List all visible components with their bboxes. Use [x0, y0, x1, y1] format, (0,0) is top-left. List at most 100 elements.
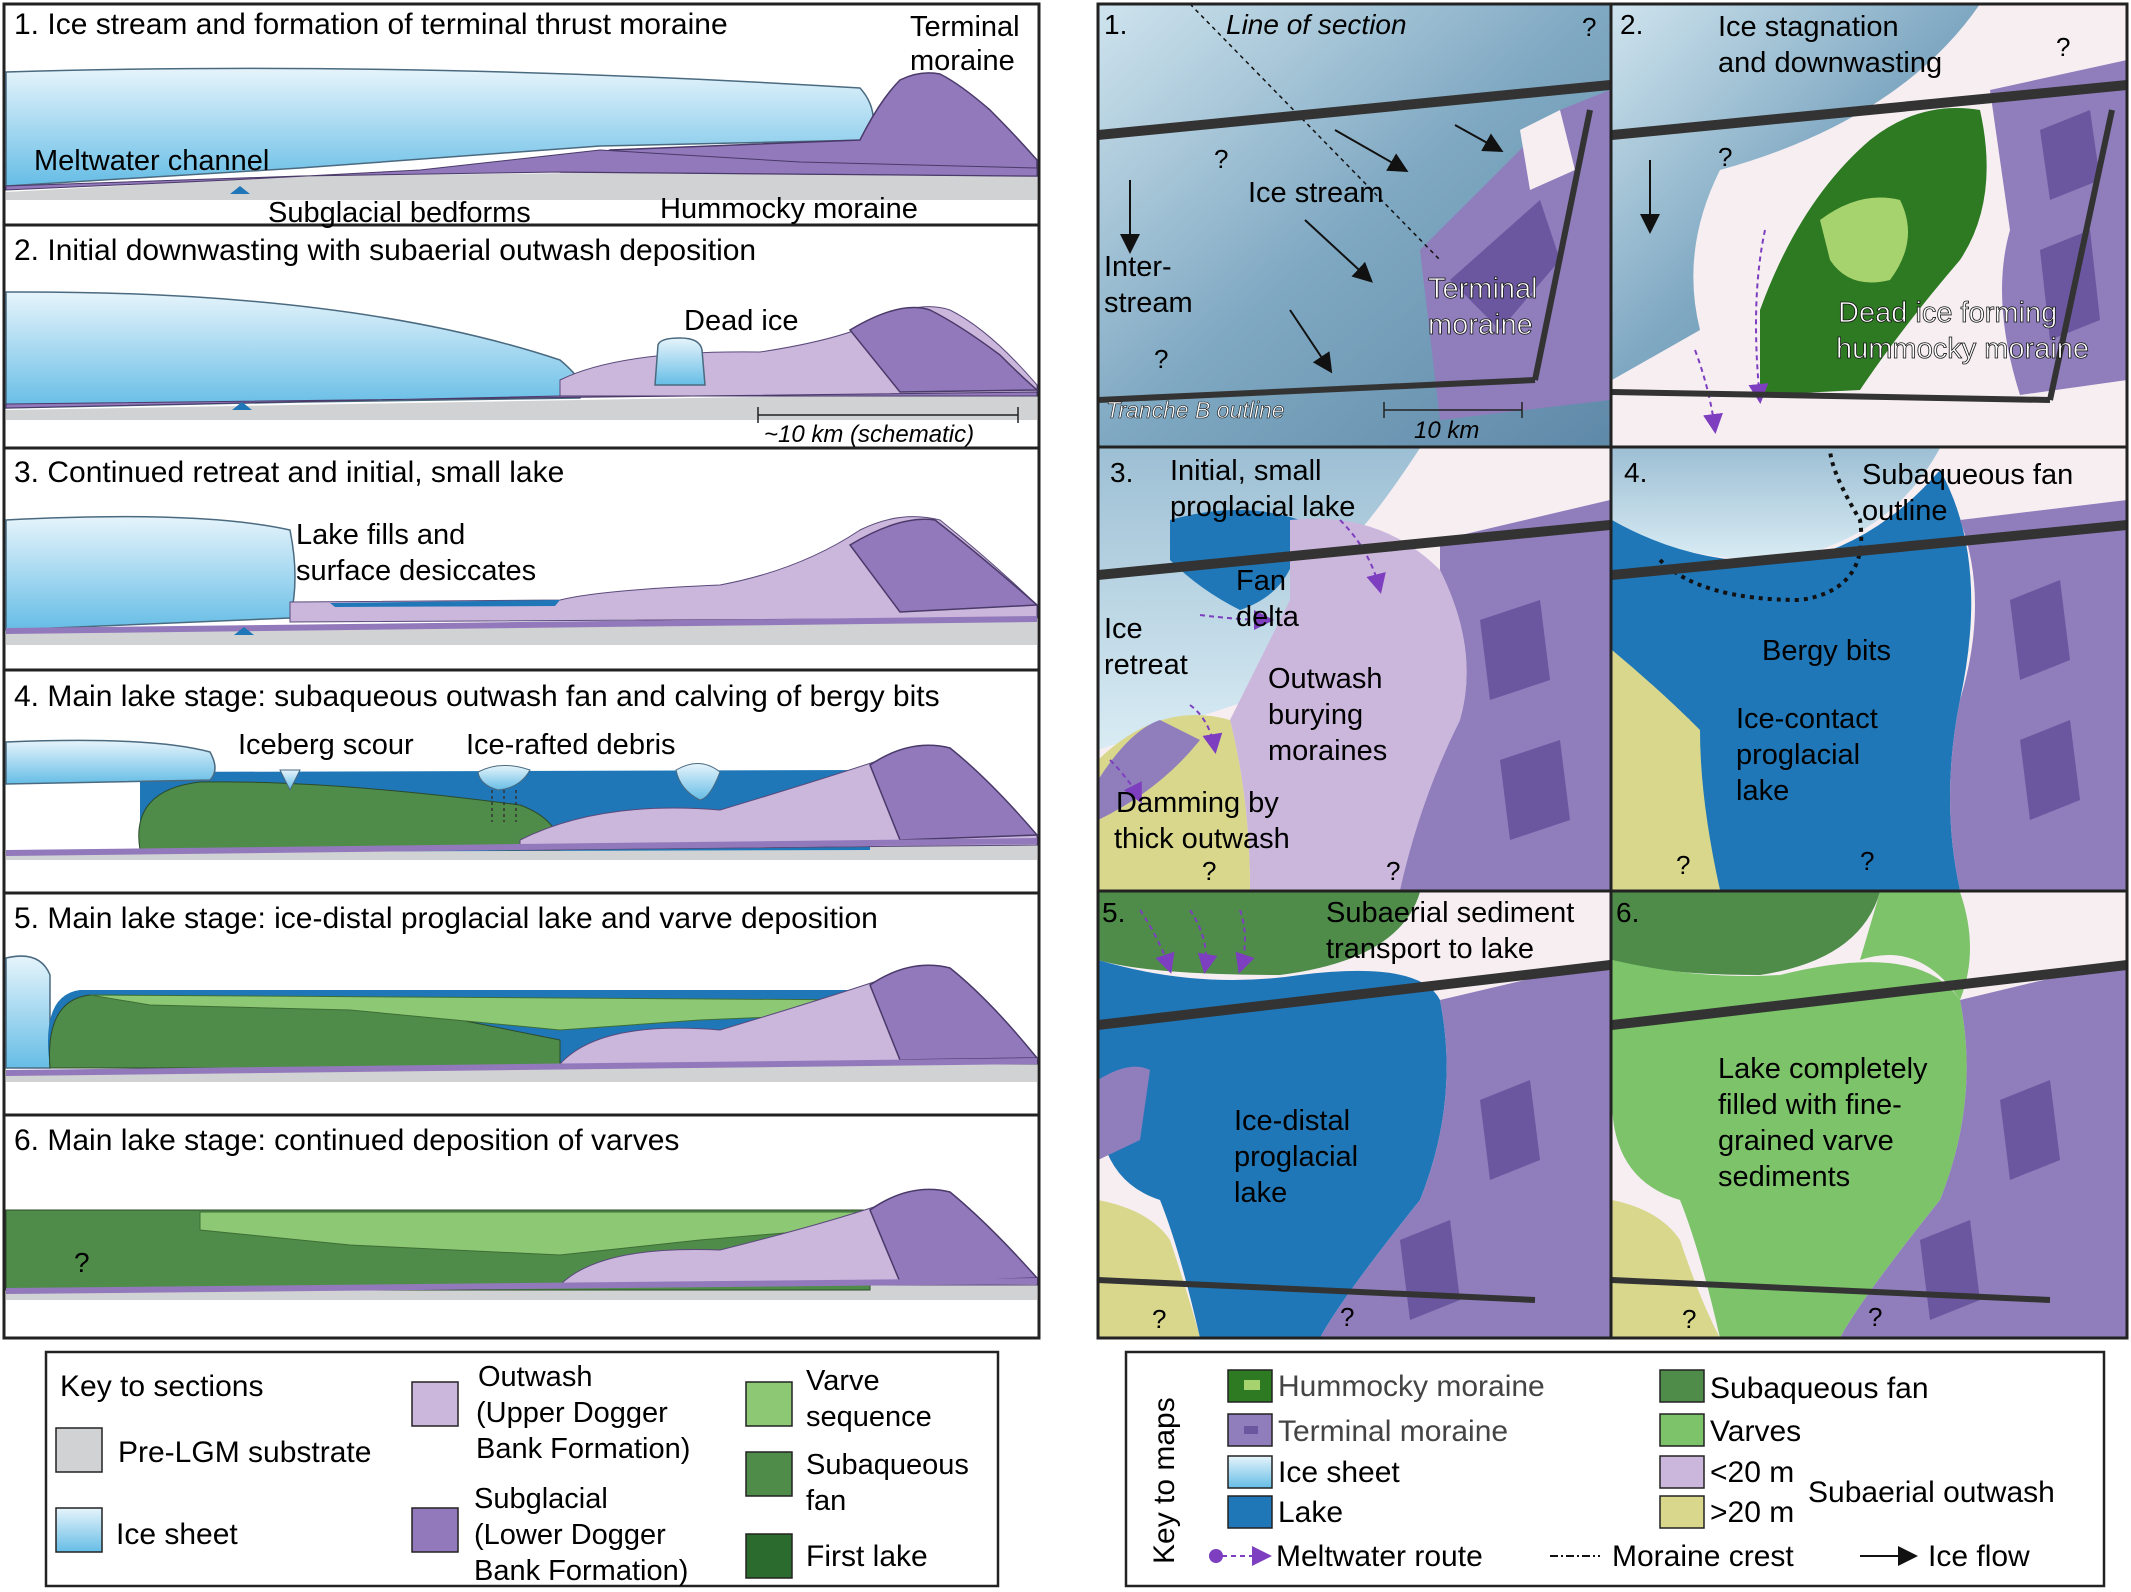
scale-label: ~10 km (schematic) [764, 421, 974, 448]
map-key-title: Key to maps [1148, 1397, 1181, 1564]
subaqueous-fan-outline-label-b: outline [1862, 495, 1947, 527]
map-key: Key to maps Hummocky moraine Terminal mo… [1124, 1350, 2106, 1588]
map-key-terminal-label: Terminal moraine [1278, 1415, 1508, 1448]
lake-filled-label-d: sediments [1718, 1161, 1850, 1193]
map-3-q1: ? [1202, 856, 1216, 886]
section-3: 3. Continued retreat and initial, small … [5, 456, 1039, 645]
ice-distal-lake-label-a: Ice-distal [1234, 1105, 1350, 1137]
map-1-number: 1. [1104, 9, 1127, 40]
key-first-lake-label: First lake [806, 1540, 928, 1573]
key-subglacial-line-3: Bank Formation) [474, 1555, 688, 1587]
ice-stream-label: Ice stream [1248, 177, 1383, 209]
key-subaqueous-line-2: fan [806, 1485, 846, 1517]
lake-filled-label-a: Lake completely [1718, 1053, 1928, 1085]
map-key-ice-flow-label: Ice flow [1928, 1540, 2030, 1573]
map-4-number: 4. [1624, 457, 1647, 488]
map-key-meltwater-label: Meltwater route [1276, 1540, 1483, 1573]
ice-distal-lake-label-c: lake [1234, 1177, 1287, 1209]
map-5-q2: ? [1340, 1302, 1354, 1332]
outwash-label-c: moraines [1268, 735, 1387, 767]
map-key-hummocky-label: Hummocky moraine [1278, 1370, 1545, 1403]
map-1-q2: ? [1214, 144, 1228, 174]
key-outwash-line-2: (Upper Dogger [476, 1397, 668, 1429]
map-2-q2: ? [1718, 142, 1732, 172]
map-6-q2: ? [1868, 1302, 1882, 1332]
map-5: 5. Subaerial sediment transport to lake … [1098, 892, 1610, 1338]
dead-ice-label: Dead ice [684, 305, 798, 337]
map-2-number: 2. [1620, 9, 1643, 40]
iceberg-scour-label: Iceberg scour [238, 729, 414, 761]
map-key-outwash-label: Subaerial outwash [1808, 1476, 2055, 1509]
terminal-moraine-map-label-b: moraine [1428, 309, 1533, 341]
lake-filled-label-c: grained varve [1718, 1125, 1894, 1157]
dead-ice-label-a: Dead ice forming [1838, 297, 2057, 329]
lake-filled-label-b: filled with fine- [1718, 1089, 1902, 1121]
section-4: 4. Main lake stage: subaqueous outwash f… [5, 680, 1039, 860]
fan-delta-label-b: delta [1236, 601, 1300, 633]
initial-lake-label-b: proglacial lake [1170, 491, 1355, 523]
map-3-q2: ? [1386, 856, 1400, 886]
map-key-crest-label: Moraine crest [1612, 1540, 1794, 1573]
section-1: 1. Ice stream and formation of terminal … [5, 8, 1038, 229]
key-subaqueous-line-1: Subaqueous [806, 1449, 969, 1481]
section-4-title: 4. Main lake stage: subaqueous outwash f… [14, 680, 940, 713]
map-1-q3: ? [1154, 344, 1168, 374]
map-1-q1: ? [1582, 12, 1596, 42]
key-outwash-line-3: Bank Formation) [476, 1433, 690, 1465]
tranche-outline-label: Tranche B outline [1106, 397, 1285, 423]
bergy-bits-label: Bergy bits [1762, 635, 1891, 667]
sediment-transport-label-a: Subaerial sediment [1326, 897, 1574, 929]
proglacial-lake-label-c: lake [1736, 775, 1789, 807]
key-varve-line-2: sequence [806, 1401, 932, 1433]
map-6: 6. Lake completely filled with fine- gra… [1612, 892, 2127, 1338]
subglacial-bedforms-label: Subglacial bedforms [268, 197, 531, 229]
section-2-title: 2. Initial downwasting with subaerial ou… [14, 234, 756, 267]
line-of-section-label: Line of section [1226, 9, 1407, 40]
key-varve-line-1: Varve [806, 1365, 880, 1397]
initial-lake-label-a: Initial, small [1170, 455, 1322, 487]
damming-label-a: Damming by [1116, 787, 1279, 819]
ice-stagnation-label-a: Ice stagnation [1718, 11, 1899, 43]
map-6-number: 6. [1616, 897, 1639, 928]
terminal-moraine-map-label-a: Terminal [1428, 273, 1538, 305]
proglacial-lake-label-a: Ice-contact [1736, 703, 1878, 735]
map-4-q2: ? [1860, 846, 1874, 876]
section-6-title: 6. Main lake stage: continued deposition… [14, 1124, 679, 1157]
section-2: 2. Initial downwasting with subaerial ou… [5, 234, 1039, 448]
map-key-ice-label: Ice sheet [1278, 1456, 1400, 1489]
ice-stagnation-label-b: and downwasting [1718, 47, 1942, 79]
cross-sections: 1. Ice stream and formation of terminal … [2, 2, 1041, 1340]
map-4-q1: ? [1676, 850, 1690, 880]
ice-rafted-debris-label: Ice-rafted debris [466, 729, 676, 761]
key-outwash-line-1: Outwash [478, 1361, 592, 1393]
map-key-lake-label: Lake [1278, 1496, 1343, 1529]
fan-delta-label-a: Fan [1236, 565, 1286, 597]
map-4: 4. Subaqueous fan outline Bergy bits Ice… [1612, 448, 2127, 890]
map-5-number: 5. [1102, 897, 1125, 928]
section-6: 6. Main lake stage: continued deposition… [5, 1124, 1039, 1300]
section-1-title: 1. Ice stream and formation of terminal … [14, 8, 728, 41]
ice-distal-lake-label-b: proglacial [1234, 1141, 1358, 1173]
map-1: 1. Line of section ? ? ? Ice stream Inte… [1098, 4, 1610, 446]
section-key: Key to sections Pre-LGM substrate Ice sh… [44, 1350, 1000, 1588]
section-key-title: Key to sections [60, 1370, 263, 1403]
proglacial-lake-label-b: proglacial [1736, 739, 1860, 771]
map-key-varves-label: Varves [1710, 1415, 1801, 1448]
map-2: 2. Ice stagnation and downwasting ? ? De… [1612, 4, 2127, 446]
maps: 1. Line of section ? ? ? Ice stream Inte… [1096, 2, 2129, 1340]
map-5-q1: ? [1152, 1304, 1166, 1334]
map-3-number: 3. [1110, 457, 1133, 488]
ice-retreat-label-b: retreat [1104, 649, 1188, 681]
terminal-moraine-label-a: Terminal [910, 11, 1020, 43]
subaqueous-fan-outline-label-a: Subaqueous fan [1862, 459, 2073, 491]
lake-fills-label-b: surface desiccates [296, 555, 536, 587]
dead-ice-label-b: hummocky moraine [1836, 333, 2089, 365]
damming-label-b: thick outwash [1114, 823, 1290, 855]
section-5-title: 5. Main lake stage: ice-distal proglacia… [14, 902, 878, 935]
map-6-q1: ? [1682, 1304, 1696, 1334]
hummocky-moraine-label: Hummocky moraine [660, 193, 918, 225]
map-scale-label: 10 km [1414, 417, 1479, 444]
unknown-mark: ? [74, 1247, 90, 1278]
key-substrate-label: Pre-LGM substrate [118, 1436, 371, 1469]
